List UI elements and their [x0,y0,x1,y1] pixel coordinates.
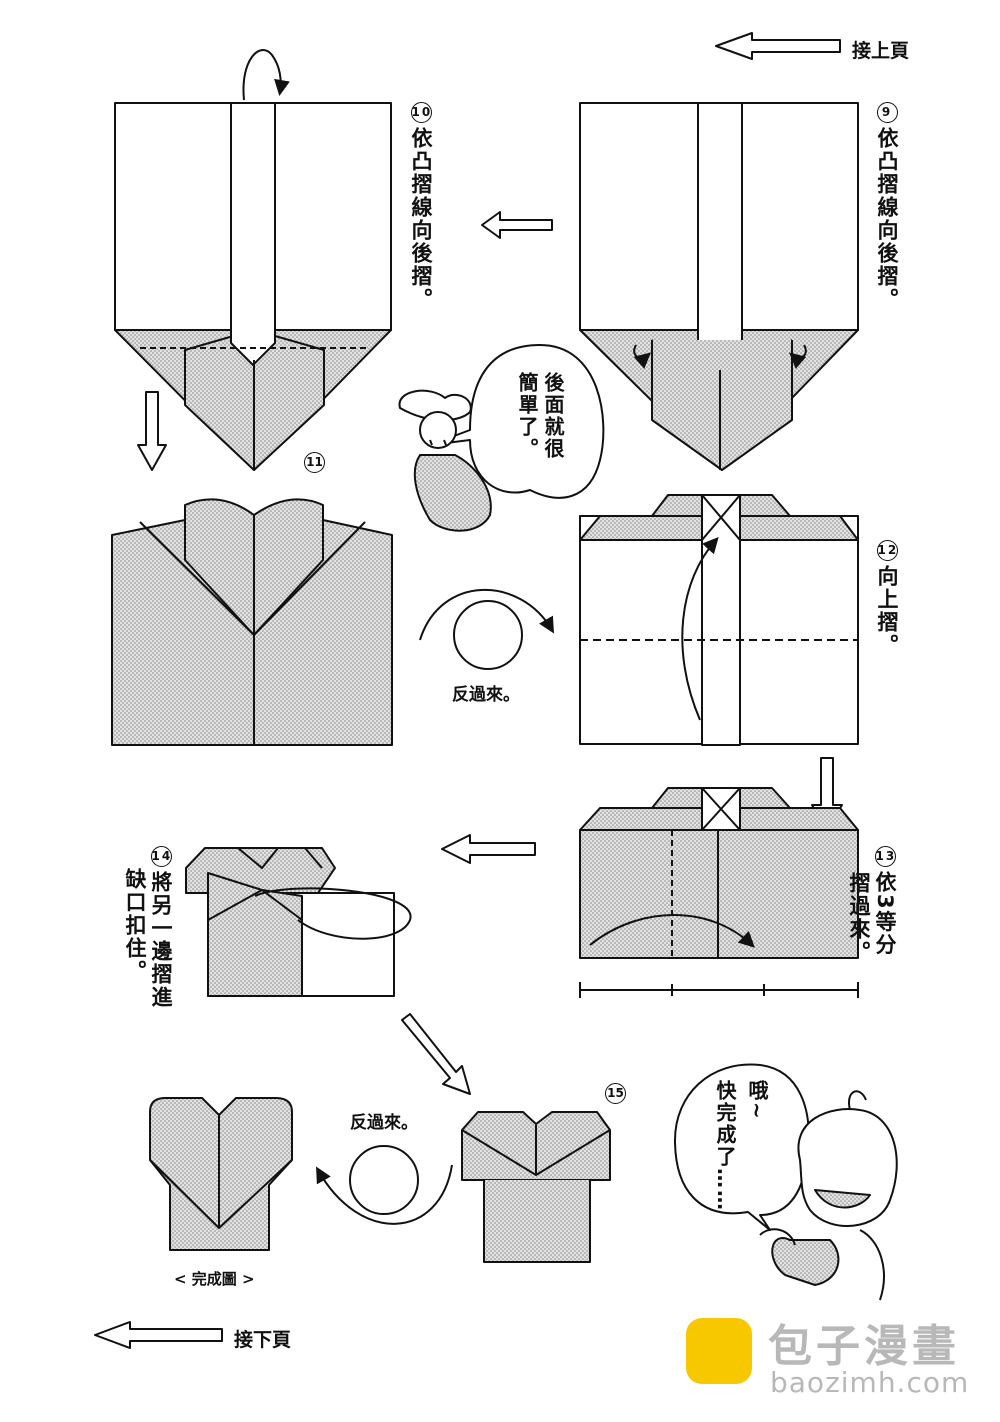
speech-bubble-2 [674,1063,810,1231]
watermark-logo-icon [686,1318,752,1384]
prev-page-label: 接上頁 [852,40,910,62]
flip-arrow-2 [316,1145,453,1225]
watermark-name: 包子漫畫 [768,1321,960,1372]
bubble-2-line-2: 快完成了…… [713,1080,737,1212]
step-9-number: 9 [876,102,898,123]
step-14-instruction: 14 將另一邊摺進 [148,846,174,1009]
step-11-number: 11 [304,452,325,473]
step-14-text-1: 將另一邊摺進 [149,871,173,1009]
step-11-figure [111,498,393,746]
bubble-1-line-1: 後面就很 [541,372,565,460]
finished-heart-figure [149,1097,293,1251]
character-girl-illustration [398,389,492,532]
arrow-step13-to-14 [441,834,536,864]
step-15-figure [461,1111,611,1263]
step-10-instruction: 10 依凸摺線向後摺。 [408,102,434,311]
step-14-text-2: 缺口扣住。 [123,868,147,983]
step-13-number: 13 [874,846,896,867]
step-9-instruction: 9 依凸摺線向後摺。 [874,102,900,311]
step-15-number: 15 [605,1083,626,1104]
next-page-arrow [94,1321,223,1349]
arrow-step14-to-15 [401,1013,471,1095]
flip-label-1: 反過來。 [452,685,520,705]
flip-arrow-1 [419,588,555,670]
bubble-1-line-2: 簡單了。 [515,372,539,460]
step-10-figure [114,49,392,471]
step-12-figure [579,494,859,746]
step-12-number: 12 [876,540,898,561]
next-page-label: 接下頁 [234,1329,292,1351]
arrow-step10-to-11 [137,391,167,471]
step-14-figure [185,847,412,997]
step-13-instruction: 13 依3等分 [872,846,898,957]
bubble-2-line-1: 哦~ [745,1080,769,1121]
finished-label: < 完成圖 > [174,1270,255,1288]
step-13-text-2: 摺過來。 [847,872,871,964]
flip-label-2: 反過來。 [350,1113,418,1133]
step-13-figure [579,787,859,998]
step-9-text: 依凸摺線向後摺。 [875,127,899,311]
speech-bubble-1 [429,344,605,499]
step-12-instruction: 12 向上摺。 [874,540,900,657]
watermark-url: baozimh.com [770,1366,970,1399]
arrow-step9-to-10 [481,211,553,239]
step-12-text: 向上摺。 [875,565,899,657]
step-10-number: 10 [410,102,432,123]
prev-page-arrow [715,32,841,60]
step-9-figure [579,102,859,471]
step-13-text-1: 依3等分 [873,871,897,957]
step-14-number: 14 [150,846,172,867]
step-10-text: 依凸摺線向後摺。 [409,127,433,311]
character-boy-illustration [759,1090,898,1301]
